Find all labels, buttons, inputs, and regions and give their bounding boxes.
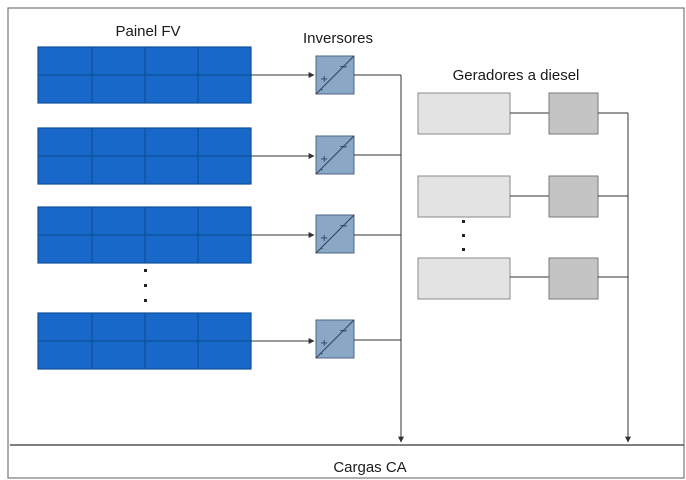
- svg-text:~: ~: [339, 140, 348, 153]
- svg-text:~: ~: [339, 60, 348, 73]
- pv-panel-label: Painel FV: [115, 23, 180, 40]
- generator-controller: [548, 175, 599, 218]
- svg-text:+: +: [320, 233, 328, 244]
- svg-text:-: -: [320, 244, 323, 254]
- inverters-label: Inversores: [303, 30, 373, 47]
- svg-text:-: -: [320, 165, 323, 175]
- ac-loads-label: Cargas CA: [333, 459, 406, 476]
- inverter-icon: ~ + -: [315, 214, 355, 254]
- inverter-icon: ~ + -: [315, 135, 355, 175]
- inverter-icon: ~ + -: [315, 55, 355, 95]
- diesel-generator: [417, 257, 511, 300]
- svg-text:+: +: [320, 74, 328, 85]
- svg-text:+: +: [320, 338, 328, 349]
- diesel-generator-row: [417, 92, 628, 135]
- svg-text:~: ~: [339, 324, 348, 337]
- diesel-generator: [417, 175, 511, 218]
- pv-array-row: ~ + -: [37, 312, 401, 370]
- pv-array-row: ~ + -: [37, 206, 401, 264]
- diesel-generator-row: [417, 175, 628, 218]
- diagram-frame: [7, 7, 685, 479]
- ellipsis-dots: [144, 269, 147, 302]
- inverter-icon: ~ + -: [315, 319, 355, 359]
- diesel-generator: [417, 92, 511, 135]
- diesel-generator-row: [417, 257, 628, 300]
- svg-text:-: -: [320, 349, 323, 359]
- pv-array-row: ~ + -: [37, 127, 401, 185]
- generator-controller: [548, 92, 599, 135]
- generator-controller: [548, 257, 599, 300]
- svg-text:-: -: [320, 85, 323, 95]
- svg-text:+: +: [320, 154, 328, 165]
- diesel-generators-label: Geradores a diesel: [453, 67, 580, 84]
- svg-text:~: ~: [339, 219, 348, 232]
- pv-array-row: ~ + -: [37, 46, 401, 104]
- ellipsis-dots: [462, 220, 465, 251]
